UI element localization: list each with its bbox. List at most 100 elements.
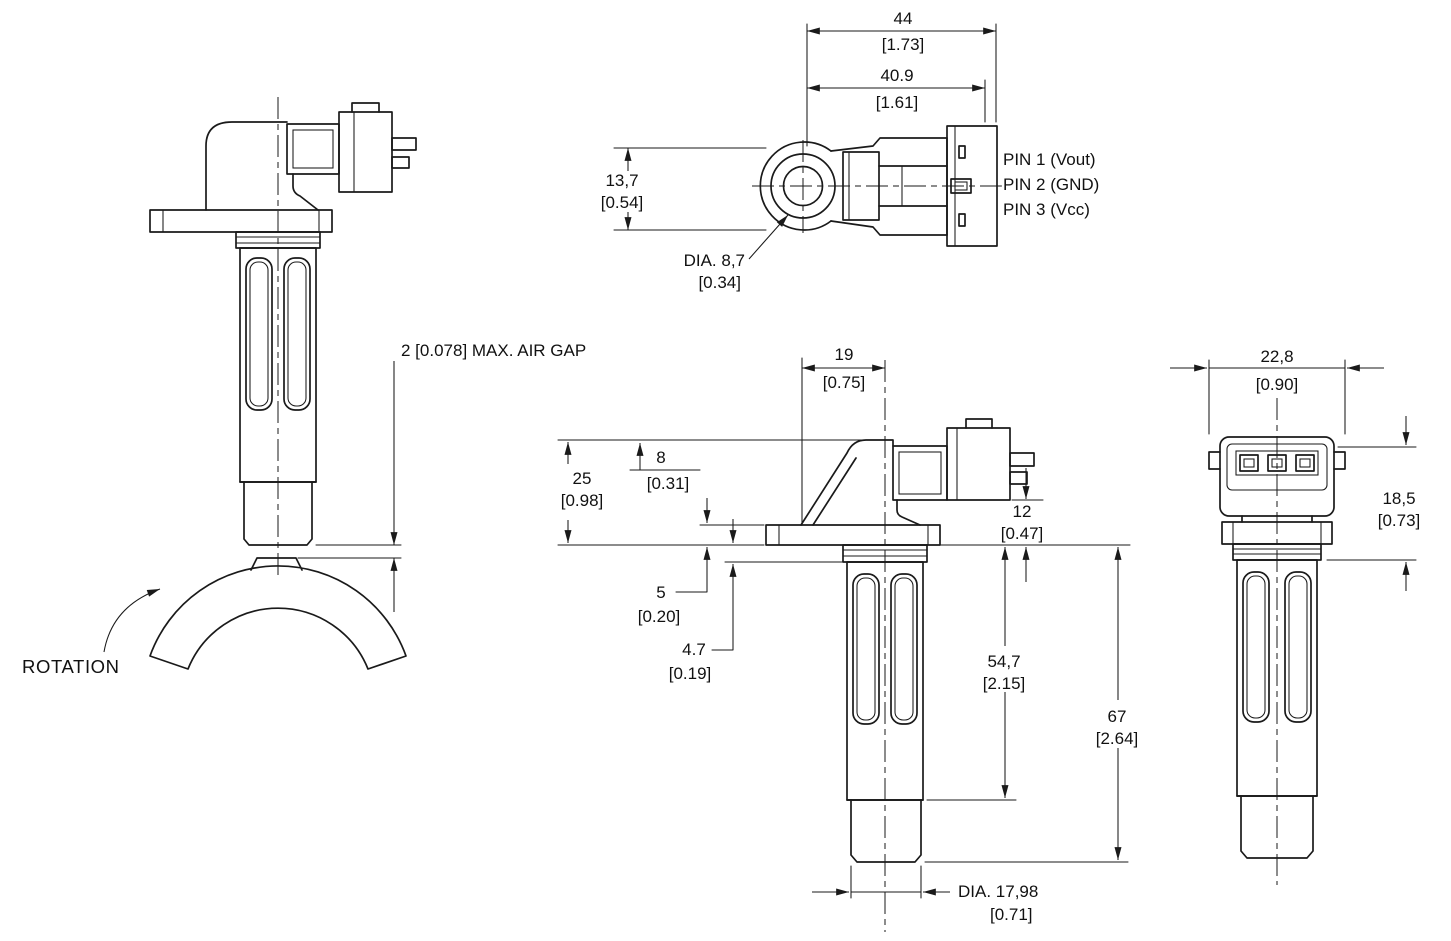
dim-18-5-mm: 18,5 <box>1382 489 1415 508</box>
dim-18-5-in: [0.73] <box>1378 511 1421 530</box>
body-bottom-contour <box>830 220 948 236</box>
sensor-tip <box>850 799 922 863</box>
dim-40-9-mm: 40.9 <box>880 66 913 85</box>
terminal-slot <box>1235 450 1319 476</box>
nose-outer-circle <box>770 153 836 219</box>
dim-22-8-in: [0.90] <box>1256 375 1299 394</box>
barrel-window-right <box>283 257 311 411</box>
mounting-flange <box>765 524 941 546</box>
connector-wing-left <box>1208 451 1221 470</box>
bracket-strut-inner <box>812 457 857 526</box>
dim-22-8: 22,8 [0.90] <box>1170 345 1384 435</box>
dim-44-mm: 44 <box>894 9 913 28</box>
pin-2-contact <box>950 178 972 194</box>
tone-wheel-tooth <box>250 557 303 571</box>
leader <box>748 214 789 260</box>
front-view: 2 [0.078] MAX. AIR GAP ROTATION <box>20 97 589 680</box>
terminal-2 <box>1267 454 1287 472</box>
dim-44-in: [1.73] <box>882 35 925 54</box>
bracket-top-detail <box>842 151 880 221</box>
barrel-window-right-inner <box>287 261 307 407</box>
dia-8-7-in: [0.34] <box>698 273 741 292</box>
terminal-stub-1 <box>391 137 417 151</box>
dim-25-mm: 25 <box>573 469 592 488</box>
pin-1-contact <box>958 145 966 159</box>
connector-outline <box>1219 436 1335 517</box>
barrel-window-right-inner <box>1288 575 1308 719</box>
flange-arc <box>759 141 832 231</box>
dim-dia-17-98: DIA. 17,98 [0.71] <box>812 865 1041 927</box>
dim-25: 25 [0.98] <box>557 439 863 546</box>
dim-67-mm: 67 <box>1108 707 1127 726</box>
bracket-outline <box>800 439 894 526</box>
barrel-window-right <box>1284 571 1312 723</box>
dim-25-in: [0.98] <box>561 491 604 510</box>
dia-8-7-mm: DIA. 8,7 <box>684 251 745 270</box>
dim-8-in: [0.31] <box>647 474 690 493</box>
mounting-flange <box>149 209 333 233</box>
dim-44: 44 [1.73] <box>806 7 997 147</box>
tone-wheel <box>149 565 407 670</box>
pin-3-label: PIN 3 (Vcc) <box>1003 200 1090 219</box>
rotation-arrow <box>103 588 161 653</box>
dim-13-7: 13,7 [0.54] <box>598 147 767 231</box>
body-top-contour <box>830 137 948 152</box>
connector-shroud <box>1226 443 1328 491</box>
dim-air-gap: 2 [0.078] MAX. AIR GAP <box>297 339 589 612</box>
dim-13-7-mm: 13,7 <box>605 171 638 190</box>
dim-4-7-in: [0.19] <box>669 664 712 683</box>
dim-5: 5 [0.20] <box>635 498 765 629</box>
dim-54-7-in: [2.15] <box>983 674 1026 693</box>
barrel-window-left-inner <box>249 261 269 407</box>
barrel-window-left <box>1242 571 1270 723</box>
dim-5-mm: 5 <box>656 583 665 602</box>
pin-1-label: PIN 1 (Vout) <box>1003 150 1096 169</box>
dim-8-mm: 8 <box>656 448 665 467</box>
terminal-stub-1 <box>1009 452 1035 467</box>
dim-40-9-in: [1.61] <box>876 93 919 112</box>
top-view: 44 [1.73] 40.9 [1.61] 13,7 [0.54] DIA. 8… <box>598 7 1102 295</box>
connector-body <box>946 427 1011 501</box>
air-gap-note: 2 [0.078] MAX. AIR GAP <box>401 341 586 360</box>
barrel-window-right <box>890 573 918 725</box>
pin-2-label: PIN 2 (GND) <box>1003 175 1099 194</box>
dim-13-7-in: [0.54] <box>601 193 644 212</box>
dim-19: 19 [0.75] <box>801 343 885 524</box>
side-view: 19 [0.75] 25 [0.98] 8 [0.31] 12 [0.47] <box>557 343 1141 932</box>
pin-2-contact-inner <box>954 181 968 191</box>
end-view: 22,8 [0.90] 18,5 [0.73] <box>1170 345 1423 885</box>
barrel-window-right-inner <box>894 577 914 721</box>
coil-block <box>286 123 340 175</box>
terminal-2-inner <box>1271 458 1283 468</box>
nose-inner-circle <box>782 165 824 207</box>
terminal-1-inner <box>1243 458 1255 468</box>
coil-block-inner <box>898 451 942 495</box>
dim-12-mm: 12 <box>1013 502 1032 521</box>
rotation-label: ROTATION <box>22 656 120 677</box>
connector-rear-block <box>946 125 998 247</box>
dim-4-7: 4.7 [0.19] <box>666 519 844 686</box>
terminal-stub-2 <box>1009 471 1028 485</box>
terminal-1 <box>1239 454 1259 472</box>
dim-19-mm: 19 <box>835 345 854 364</box>
connector-latch-tab <box>965 418 993 429</box>
rotation-annotation: ROTATION <box>20 588 161 680</box>
connector-wing-right <box>1333 451 1346 470</box>
terminal-3-inner <box>1299 458 1311 468</box>
sensor-tip <box>243 481 313 546</box>
housing-foot <box>292 173 319 211</box>
dim-54-7-mm: 54,7 <box>987 652 1020 671</box>
terminal-3 <box>1295 454 1315 472</box>
pin-3-contact <box>958 213 966 227</box>
terminal-stub-2 <box>391 156 410 169</box>
connector-latch-tab <box>351 102 380 113</box>
dia-17-98-in: [0.71] <box>990 905 1033 924</box>
dim-40-9: 40.9 [1.61] <box>807 64 986 123</box>
dim-54-7: 54,7 [2.15] <box>926 547 1028 801</box>
barrel-window-left-inner <box>1246 575 1266 719</box>
dim-dia-8-7: DIA. 8,7 [0.34] <box>681 214 789 295</box>
barrel-window-left <box>852 573 880 725</box>
dim-8: 8 [0.31] <box>629 443 701 496</box>
